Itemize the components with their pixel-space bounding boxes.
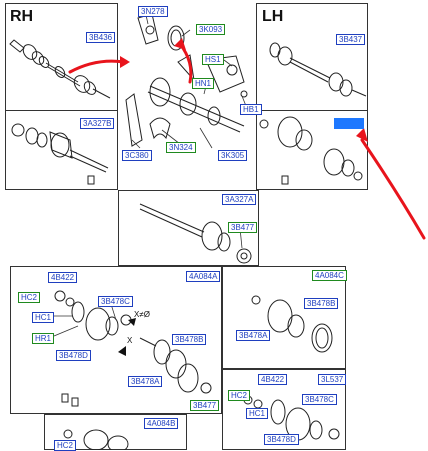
label-3a327b[interactable]: 3A327B: [80, 118, 115, 129]
label-3b478d-left[interactable]: 3B478D: [56, 350, 91, 361]
label-3b478b-right[interactable]: 3B478B: [304, 298, 339, 309]
center-intermediate-shaft-drawing: [125, 13, 248, 147]
bottom-left-joint-drawing: [54, 290, 212, 407]
red-arrow-rh: [68, 59, 126, 74]
label-3b478b-left[interactable]: 3B478B: [172, 334, 207, 345]
label-3b478a-left[interactable]: 3B478A: [128, 376, 163, 387]
lh-driveshaft-drawing: [269, 42, 367, 97]
label-hc1-left[interactable]: HC1: [32, 312, 55, 323]
label-hc2-right[interactable]: HC2: [228, 390, 251, 401]
label-4a084a[interactable]: 4A084A: [186, 271, 221, 282]
label-3b477-bottom[interactable]: 3B477: [190, 400, 220, 411]
lh-header: LH: [262, 8, 284, 25]
label-3n324[interactable]: 3N324: [166, 142, 196, 153]
label-3n278[interactable]: 3N278: [138, 6, 168, 17]
red-arrow-lh: [360, 138, 426, 240]
rh-upper-panel: [5, 3, 118, 111]
label-3c356-highlighted[interactable]: 3C356: [334, 118, 364, 129]
label-3b478a-right[interactable]: 3B478A: [236, 330, 271, 341]
label-hr1[interactable]: HR1: [32, 333, 55, 344]
bottom-left-lower-drawing: [63, 429, 129, 450]
direction-arrow-icon: [128, 318, 136, 326]
label-3k305[interactable]: 3K305: [218, 150, 248, 161]
label-4a084b[interactable]: 4A084B: [144, 418, 179, 429]
label-3k093[interactable]: 3K093: [196, 24, 226, 35]
label-3b478c-right[interactable]: 3B478C: [302, 394, 337, 405]
label-4b422-right[interactable]: 4B422: [258, 374, 288, 385]
label-hc1-right[interactable]: HC1: [246, 408, 269, 419]
label-3b478c-left[interactable]: 3B478C: [98, 296, 133, 307]
label-hc2-left[interactable]: HC2: [18, 292, 41, 303]
rh-header: RH: [10, 8, 34, 25]
label-3b436[interactable]: 3B436: [86, 32, 116, 43]
label-3b478d-right[interactable]: 3B478D: [264, 434, 299, 445]
label-hb1[interactable]: HB1: [240, 104, 262, 115]
label-3l537[interactable]: 3L537: [318, 374, 347, 385]
label-3a327a[interactable]: 3A327A: [222, 194, 257, 205]
bottom-right-panel: [222, 266, 346, 369]
label-4b422-left[interactable]: 4B422: [48, 272, 78, 283]
lh-joint-drawing: [259, 116, 363, 185]
label-4a084c[interactable]: 4A084C: [312, 270, 347, 281]
dimension-x-not-equal: X≠Ø: [134, 310, 150, 319]
center-lower-shaft-drawing: [139, 203, 252, 264]
label-3b477-top[interactable]: 3B477: [228, 222, 258, 233]
label-hc2-bottom[interactable]: HC2: [54, 440, 77, 451]
rh-driveshaft-drawing: [9, 39, 111, 99]
direction-arrow-icon: [118, 346, 126, 356]
dimension-x: X: [127, 336, 133, 345]
label-hs1[interactable]: HS1: [202, 54, 224, 65]
label-3c380[interactable]: 3C380: [122, 150, 152, 161]
label-hn1[interactable]: HN1: [192, 78, 215, 89]
label-3b437[interactable]: 3B437: [336, 34, 366, 45]
rh-joint-drawing: [11, 123, 109, 185]
